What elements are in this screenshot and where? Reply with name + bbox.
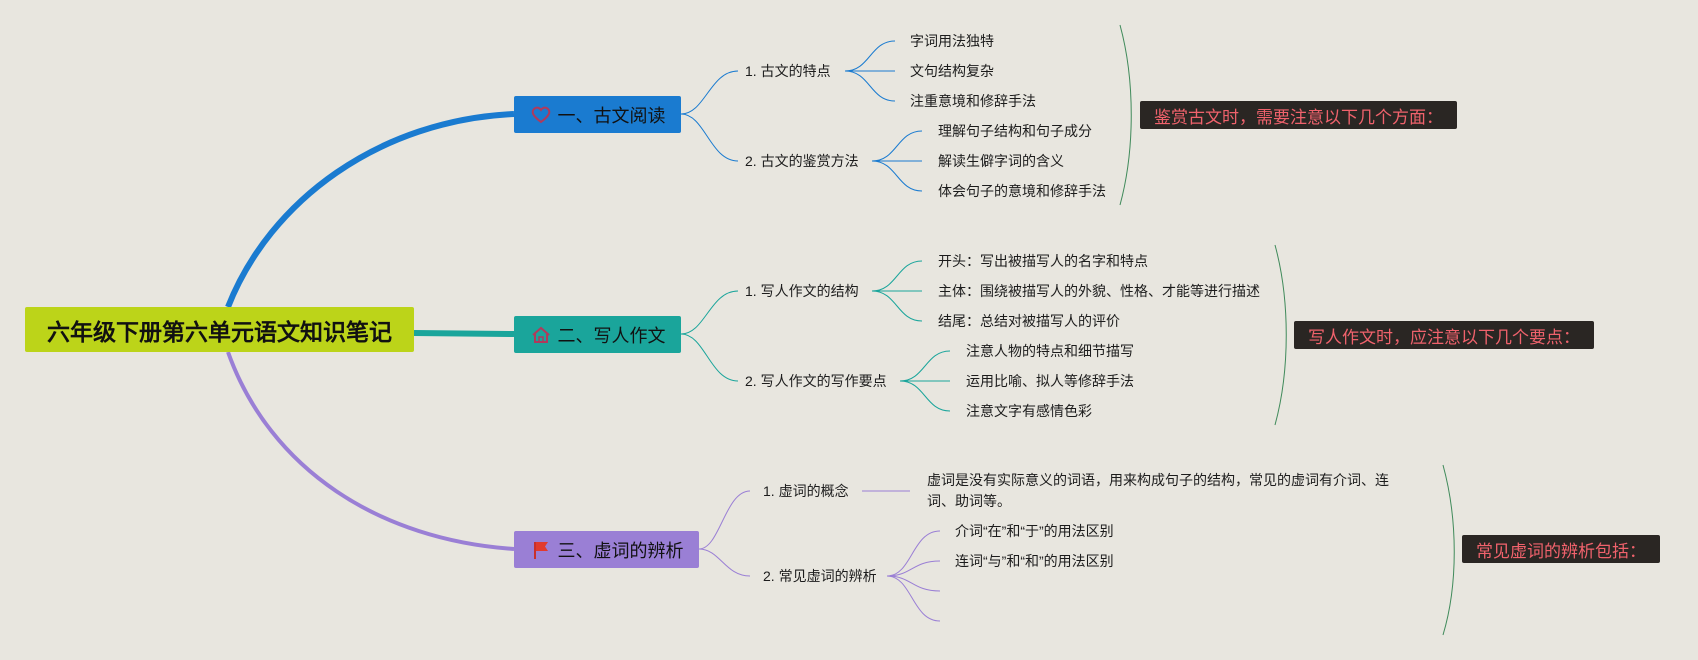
flag-icon bbox=[530, 539, 552, 561]
branch-character-writing[interactable]: 二、写人作文 bbox=[514, 316, 681, 353]
root-topic[interactable]: 六年级下册第六单元语文知识笔记 bbox=[25, 307, 414, 352]
summary-callout[interactable]: 常见虚词的辨析包括： bbox=[1462, 535, 1660, 563]
leaf-item[interactable]: 开头：写出被描写人的名字和特点 bbox=[938, 253, 1148, 269]
leaf-item[interactable]: 结尾：总结对被描写人的评价 bbox=[938, 313, 1120, 329]
leaf-item[interactable]: 理解句子结构和句子成分 bbox=[938, 123, 1092, 139]
topic-label[interactable]: 1. 古文的特点 bbox=[745, 63, 831, 79]
topic-label[interactable]: 1. 写人作文的结构 bbox=[745, 283, 859, 299]
topic-label[interactable]: 2. 古文的鉴赏方法 bbox=[745, 153, 859, 169]
leaf-item[interactable]: 介词“在”和“于”的用法区别 bbox=[955, 523, 1114, 539]
leaf-item[interactable]: 注意人物的特点和细节描写 bbox=[966, 343, 1134, 359]
leaf-item[interactable]: 注意文字有感情色彩 bbox=[966, 403, 1092, 419]
leaf-item[interactable]: 连词“与”和“和”的用法区别 bbox=[955, 553, 1114, 569]
branch-label: 三、虚词的辨析 bbox=[557, 540, 684, 561]
leaf-item[interactable]: 注重意境和修辞手法 bbox=[910, 93, 1036, 109]
leaf-item[interactable]: 字词用法独特 bbox=[910, 33, 994, 49]
branch-ancient-reading[interactable]: 一、古文阅读 bbox=[514, 96, 681, 133]
leaf-item[interactable]: 主体：围绕被描写人的外貌、性格、才能等进行描述 bbox=[938, 283, 1260, 299]
branch-function-words[interactable]: 三、虚词的辨析 bbox=[514, 531, 699, 568]
summary-callout[interactable]: 写人作文时，应注意以下几个要点： bbox=[1294, 321, 1594, 349]
summary-text: 鉴赏古文时，需要注意以下几个方面： bbox=[1154, 107, 1443, 127]
branch-label: 一、古文阅读 bbox=[557, 105, 666, 126]
concept-description[interactable]: 虚词是没有实际意义的词语，用来构成句子的结构，常见的虚词有介词、连词、助词等。 bbox=[927, 472, 1389, 509]
summary-callout[interactable]: 鉴赏古文时，需要注意以下几个方面： bbox=[1140, 101, 1457, 129]
topic-label[interactable]: 2. 常见虚词的辨析 bbox=[763, 568, 877, 584]
heart-icon bbox=[530, 104, 552, 126]
topic-label[interactable]: 1. 虚词的概念 bbox=[763, 483, 849, 499]
leaf-item[interactable]: 文句结构复杂 bbox=[910, 63, 994, 79]
root-title: 六年级下册第六单元语文知识笔记 bbox=[47, 318, 392, 345]
summary-text: 写人作文时，应注意以下几个要点： bbox=[1308, 327, 1580, 347]
topic-label[interactable]: 2. 写人作文的写作要点 bbox=[745, 373, 887, 389]
leaf-item[interactable]: 运用比喻、拟人等修辞手法 bbox=[966, 373, 1134, 389]
leaf-item[interactable]: 体会句子的意境和修辞手法 bbox=[938, 183, 1106, 199]
summary-text: 常见虚词的辨析包括： bbox=[1476, 541, 1646, 561]
leaf-item[interactable]: 解读生僻字词的含义 bbox=[938, 153, 1064, 169]
branch-label: 二、写人作文 bbox=[557, 325, 666, 346]
home-icon bbox=[530, 324, 552, 346]
